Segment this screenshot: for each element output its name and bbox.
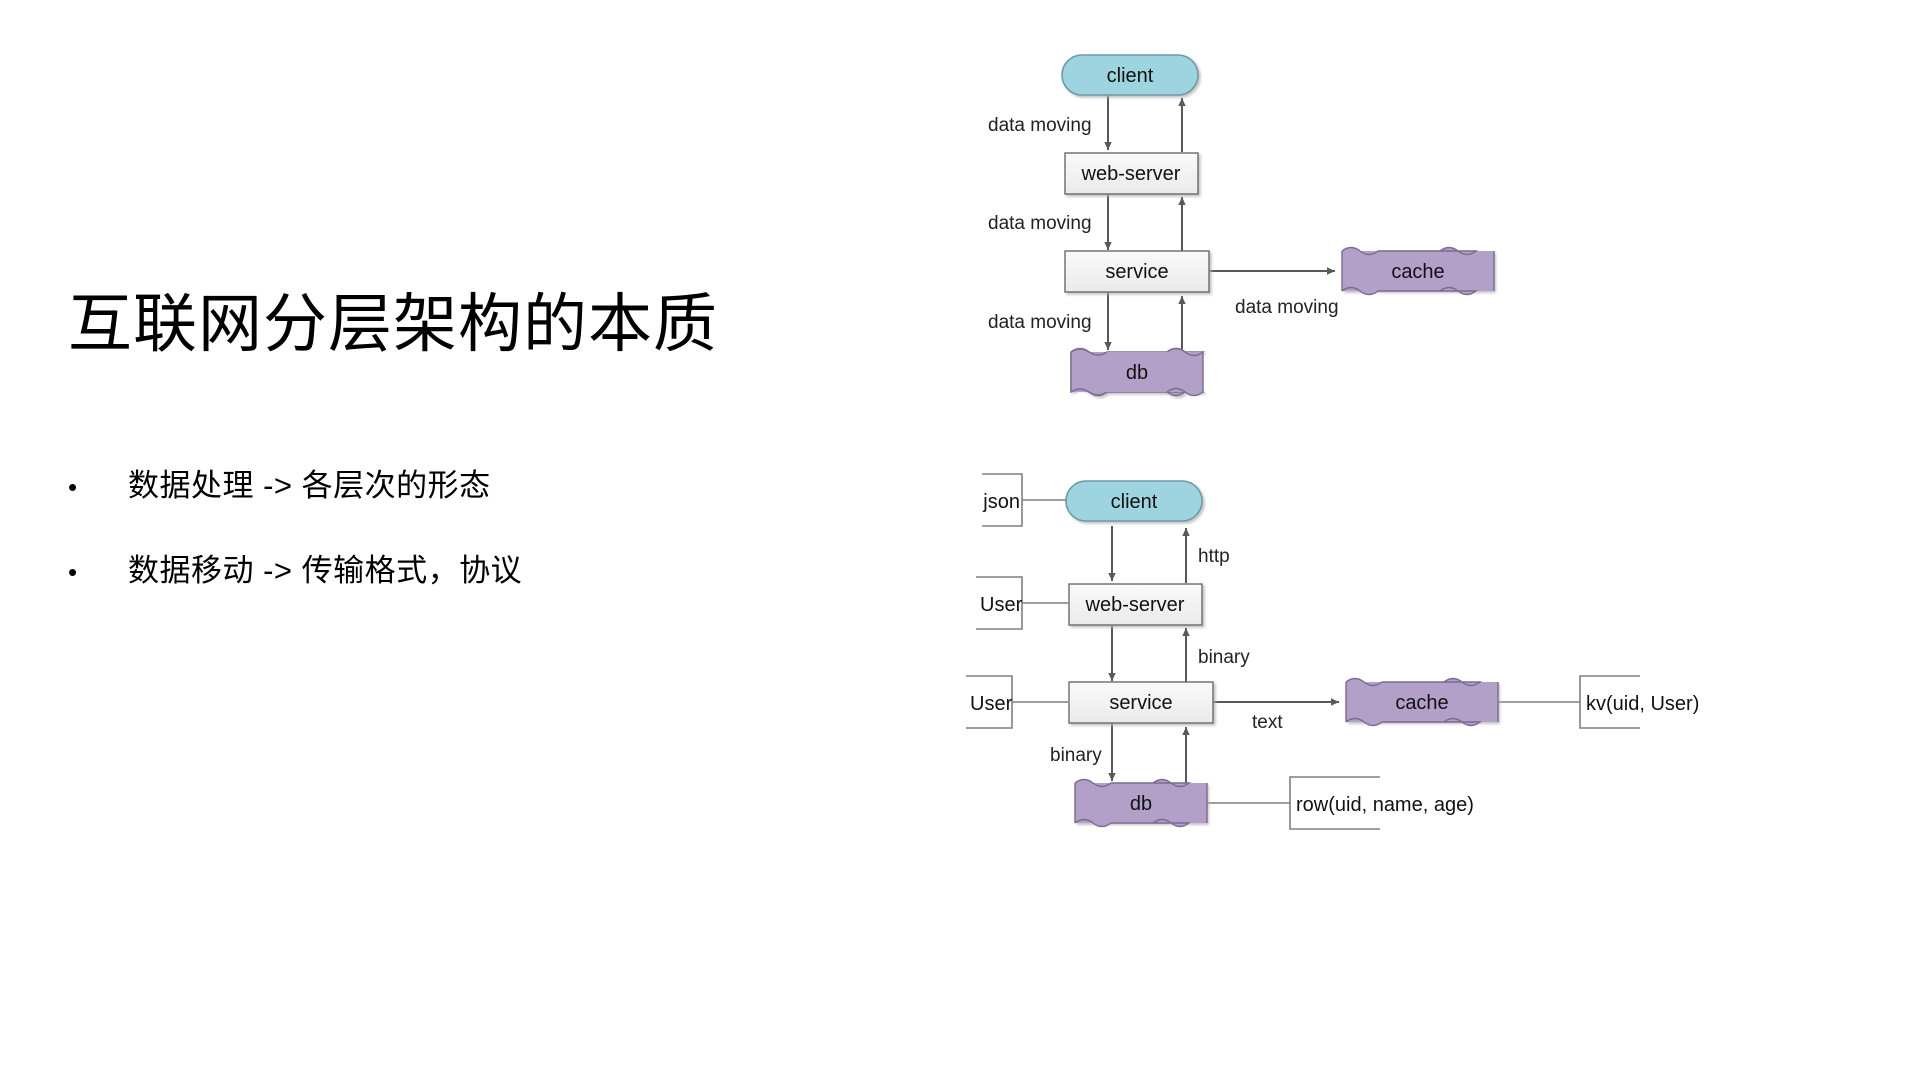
edge-label-client-web-up: http: [1198, 546, 1230, 567]
annotation-client-json-label: json: [982, 491, 1020, 513]
edge-label-service-cache: data moving: [1235, 297, 1339, 318]
edge-label-client-web: data moving: [988, 115, 1092, 136]
node-db[interactable]: db: [1070, 347, 1206, 397]
bullet-item-1: • 数据移动 -> 传输格式，协议: [68, 551, 522, 591]
node-service[interactable]: service: [1068, 681, 1214, 724]
node-web-server-label: web-server: [1085, 594, 1185, 616]
annotation-service-user: User: [966, 675, 1013, 729]
bullet-text-1: 数据移动 -> 传输格式，协议: [128, 553, 523, 588]
node-client[interactable]: client: [1065, 480, 1203, 522]
node-client[interactable]: client: [1061, 54, 1199, 96]
annotation-web-server-user-label: User: [980, 594, 1023, 616]
edge-label-service-db: data moving: [988, 312, 1092, 333]
node-service[interactable]: service: [1064, 250, 1210, 293]
annotation-service-user-label: User: [970, 693, 1013, 715]
annotation-cache-kv-label: kv(uid, User): [1586, 693, 1699, 715]
node-web-server[interactable]: web-server: [1068, 583, 1203, 626]
node-db[interactable]: db: [1074, 778, 1208, 828]
node-client-label: client: [1111, 491, 1158, 513]
annotation-client-json: json: [982, 473, 1023, 527]
edge-label-service-cache: text: [1252, 712, 1283, 733]
annotation-db-row: row(uid, name, age): [1289, 776, 1474, 830]
node-service-label: service: [1105, 261, 1168, 283]
annotation-db-row-label: row(uid, name, age): [1296, 794, 1474, 816]
annotation-web-server-user: User: [976, 576, 1023, 630]
edge-label-service-db-down: binary: [1050, 745, 1102, 766]
node-cache[interactable]: cache: [1341, 246, 1495, 296]
node-db-label: db: [1126, 362, 1148, 384]
diagram-data-format: client web-server service db cache json …: [960, 470, 1919, 1079]
node-client-label: client: [1107, 65, 1154, 87]
bullet-text-0: 数据处理 -> 各层次的形态: [128, 468, 491, 503]
node-db-label: db: [1130, 793, 1152, 815]
annotation-cache-kv: kv(uid, User): [1579, 675, 1699, 729]
page-title: 互联网分层架构的本质: [68, 288, 718, 360]
node-cache[interactable]: cache: [1345, 677, 1499, 727]
diagram-data-moving: client web-server service db cache data …: [960, 0, 1919, 470]
bullet-marker-icon: •: [68, 472, 78, 502]
node-cache-label: cache: [1395, 692, 1448, 714]
bullet-marker-icon: •: [68, 557, 78, 587]
edge-label-web-service-up: binary: [1198, 647, 1250, 668]
slide-text-pane: 互联网分层架构的本质 • 数据处理 -> 各层次的形态 • 数据移动 -> 传输…: [68, 288, 718, 591]
node-web-server-label: web-server: [1081, 163, 1181, 185]
edge-label-web-service: data moving: [988, 213, 1092, 234]
node-service-label: service: [1109, 692, 1172, 714]
bullet-item-0: • 数据处理 -> 各层次的形态: [68, 466, 491, 506]
node-cache-label: cache: [1391, 261, 1444, 283]
node-web-server[interactable]: web-server: [1064, 152, 1199, 195]
